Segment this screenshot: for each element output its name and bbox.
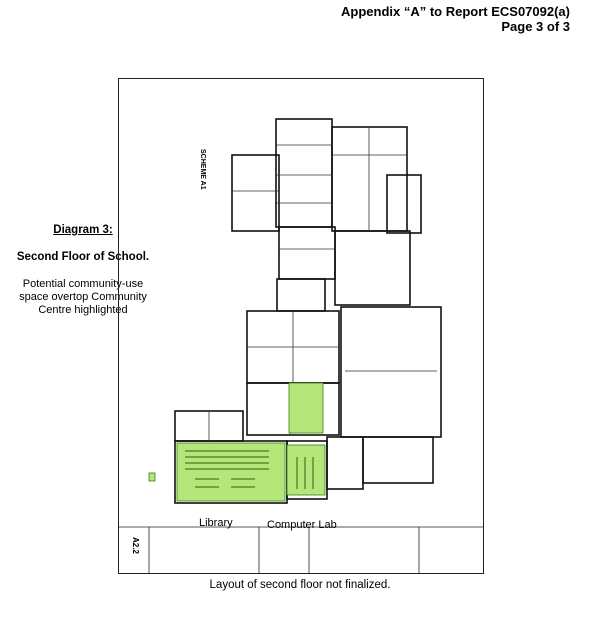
middle-block-rooms	[278, 226, 336, 280]
upper-wing-far-left-rooms	[231, 154, 280, 232]
library-label: Library	[199, 517, 233, 529]
legend-swatch	[148, 472, 156, 482]
highlight-classroom	[288, 382, 324, 434]
floor-plan-sheet: SCHEME A1 A2.2 Library Computer Lab	[118, 78, 484, 574]
upper-wing-far-right-room	[386, 174, 422, 234]
upper-wing-right-rooms	[331, 126, 408, 232]
stage-area	[362, 436, 434, 484]
diagram-description: Diagram 3: Second Floor of School. Poten…	[8, 224, 158, 317]
highlight-library	[176, 442, 286, 502]
floor-plan-drawing: SCHEME A1 A2.2	[119, 118, 483, 573]
scheme-label: SCHEME A1	[199, 149, 206, 190]
highlight-computer-lab	[286, 444, 326, 496]
stair-block	[334, 230, 411, 306]
diagram-note: Potential community-use space overtop Co…	[19, 278, 147, 316]
computer-lab-label: Computer Lab	[267, 519, 337, 531]
upper-wing-left-rooms	[275, 118, 333, 228]
sheet-number: A2.2	[131, 537, 140, 554]
report-header: Appendix “A” to Report ECS07092(a) Page …	[341, 4, 570, 34]
diagram-subtitle: Second Floor of School.	[16, 251, 150, 263]
diagram-title: Diagram 3:	[53, 224, 113, 236]
report-header-appendix: Appendix “A” to Report ECS07092(a)	[341, 4, 570, 19]
title-block	[119, 526, 483, 573]
corner-rooms	[326, 436, 364, 490]
gymnasium	[340, 306, 442, 438]
highlighted-community-space	[148, 382, 326, 502]
report-header-page: Page 3 of 3	[501, 19, 570, 34]
corridor-rooms	[276, 278, 326, 312]
plan-caption: Layout of second floor not finalized.	[209, 579, 391, 591]
